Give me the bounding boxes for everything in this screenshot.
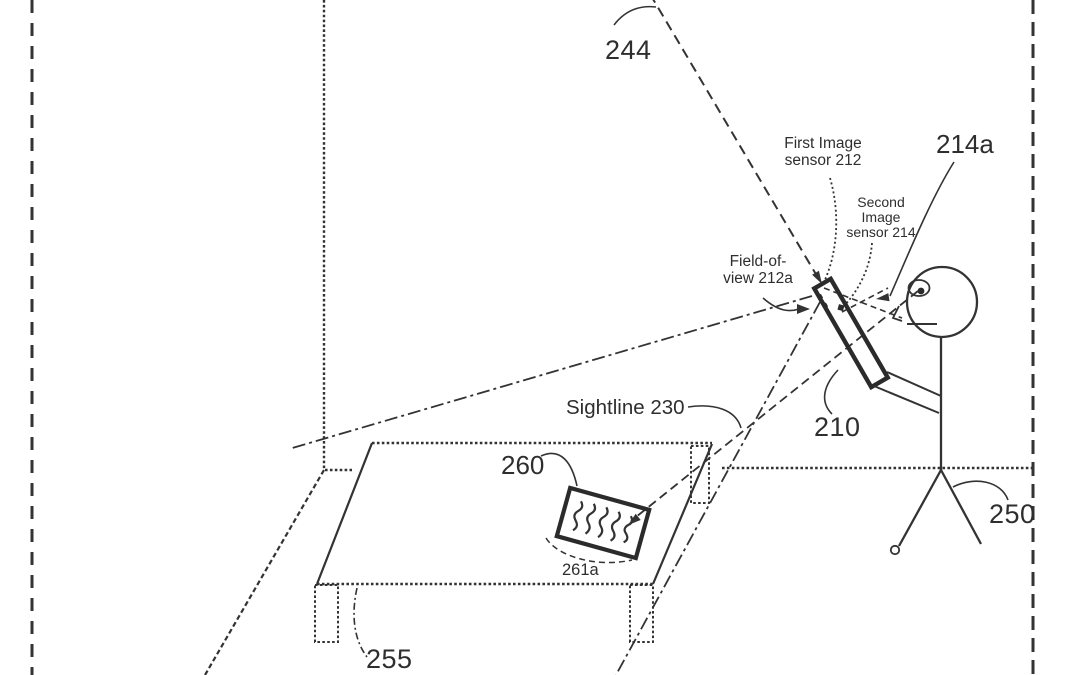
leader-244	[613, 5, 657, 26]
person-foot	[889, 544, 901, 556]
leader-214a	[889, 161, 955, 297]
object-squiggle-4	[609, 511, 621, 542]
label-sightline-230: Sightline 230	[566, 396, 685, 419]
device-first-sensor-dot-2	[821, 302, 829, 309]
label-first-image-sensor-212-line2: sensor 212	[784, 151, 862, 169]
label-261a: 261a	[562, 561, 599, 579]
label-250: 250	[989, 499, 1036, 529]
table-leg-front-left	[314, 584, 339, 643]
leader-250	[952, 480, 1009, 501]
label-field-of-view-212a-line1: Field-of-	[729, 253, 787, 270]
label-field-of-view-212a-line2: view 212a	[723, 269, 793, 287]
fov-214a-line-2	[841, 287, 889, 313]
object-border	[554, 485, 652, 561]
object-squiggle-3	[597, 506, 609, 539]
leader-fov212a	[762, 297, 800, 312]
person-leg-left	[897, 469, 943, 547]
table-leg-front-right	[629, 584, 654, 643]
label-210: 210	[814, 412, 861, 442]
fov-214a-line-1	[823, 287, 903, 319]
label-244: 244	[605, 35, 652, 65]
label-255: 255	[366, 644, 413, 674]
floor-diagonal-line	[204, 469, 325, 675]
leader-second-sensor	[844, 242, 873, 306]
label-260: 260	[501, 450, 545, 480]
label-field-of-view-212a: Field-of- view 212a	[710, 253, 806, 287]
device-second-sensor-mark	[837, 304, 845, 312]
table-right-edge	[651, 443, 714, 585]
label-first-image-sensor-212: First Image sensor 212	[766, 135, 880, 169]
label-214a: 214a	[936, 129, 994, 159]
brace-261a	[545, 537, 633, 564]
person-arm-upper	[886, 371, 942, 397]
fov-212a-lower-line	[615, 301, 821, 675]
person-eye	[907, 279, 931, 297]
light-ray-244-line	[652, 0, 818, 277]
table-leg-back-right	[690, 445, 710, 504]
leader-210	[823, 369, 839, 415]
label-second-image-sensor-214-line3: sensor 214	[846, 224, 916, 241]
sightline-230-line	[630, 290, 919, 522]
person-head	[905, 265, 979, 339]
ray-244-arrowhead	[812, 270, 822, 284]
fov-212a-arrowhead	[797, 304, 810, 314]
device-first-sensor-dot	[816, 293, 824, 300]
table	[314, 441, 714, 643]
object-260	[554, 485, 652, 561]
table-left-edge	[315, 442, 374, 585]
person-nose	[891, 305, 903, 322]
label-second-image-sensor-214: Second Image sensor 214	[834, 194, 928, 241]
device-210	[811, 275, 891, 391]
label-second-image-sensor-214-line1: Second	[857, 194, 905, 210]
person-pupil	[917, 287, 925, 295]
leader-260	[540, 452, 578, 487]
person-leg-right	[939, 469, 983, 545]
person-250	[873, 265, 983, 556]
leader-sightline	[687, 405, 742, 429]
label-second-image-sensor-214-line2: Image	[861, 209, 901, 226]
person-arm-lower	[873, 385, 940, 414]
leader-255	[353, 587, 368, 658]
object-squiggle-5	[623, 515, 634, 544]
fov-212a-upper-line	[288, 295, 813, 450]
object-squiggle-2	[584, 503, 597, 535]
device-body	[811, 275, 891, 391]
object-squiggle-1	[572, 500, 584, 532]
fov-214a-arrowhead	[876, 293, 890, 302]
label-first-image-sensor-212-line1: First Image	[784, 135, 862, 152]
